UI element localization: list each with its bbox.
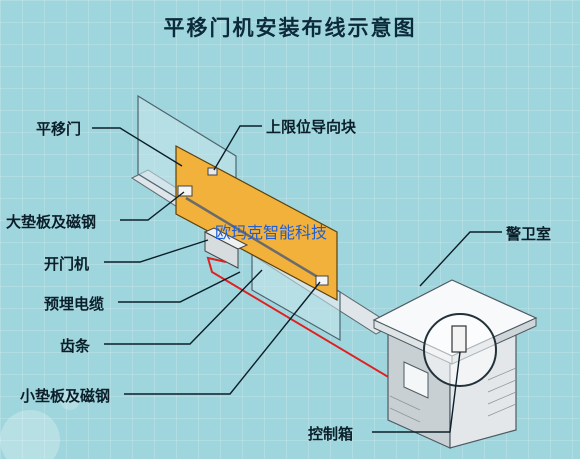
label-sliding-gate: 平移门 <box>36 120 82 138</box>
small-pad-magnet <box>315 275 329 286</box>
label-control-box: 控制箱 <box>308 425 354 443</box>
label-guard-room: 警卫室 <box>506 225 552 243</box>
control-box <box>451 325 467 353</box>
large-pad-magnet <box>177 185 193 197</box>
page-title: 平移门机安装布线示意图 <box>163 16 417 40</box>
guard-room-window <box>403 361 429 399</box>
label-gear-rack: 齿条 <box>60 337 91 355</box>
decor-bubble <box>60 390 80 410</box>
leader-lines <box>92 125 502 433</box>
upper-limit-guide-block <box>207 167 218 176</box>
decor-bubble <box>0 410 60 459</box>
brick-pattern <box>389 367 517 423</box>
gate-opener-top <box>203 227 249 250</box>
label-gate-opener: 开门机 <box>44 255 90 273</box>
label-small-pad-magnet: 小垫板及磁钢 <box>20 387 111 405</box>
label-upper-limit-guide-block: 上限位导向块 <box>266 118 357 136</box>
sliding-gate <box>175 144 338 302</box>
label-buried-cable: 预埋电缆 <box>44 295 105 313</box>
watermark-text: 欧玛克智能科技 <box>215 223 328 242</box>
buried-cable <box>206 256 391 379</box>
label-large-pad-magnet: 大垫板及磁钢 <box>6 213 97 231</box>
gear-rack <box>185 196 327 284</box>
